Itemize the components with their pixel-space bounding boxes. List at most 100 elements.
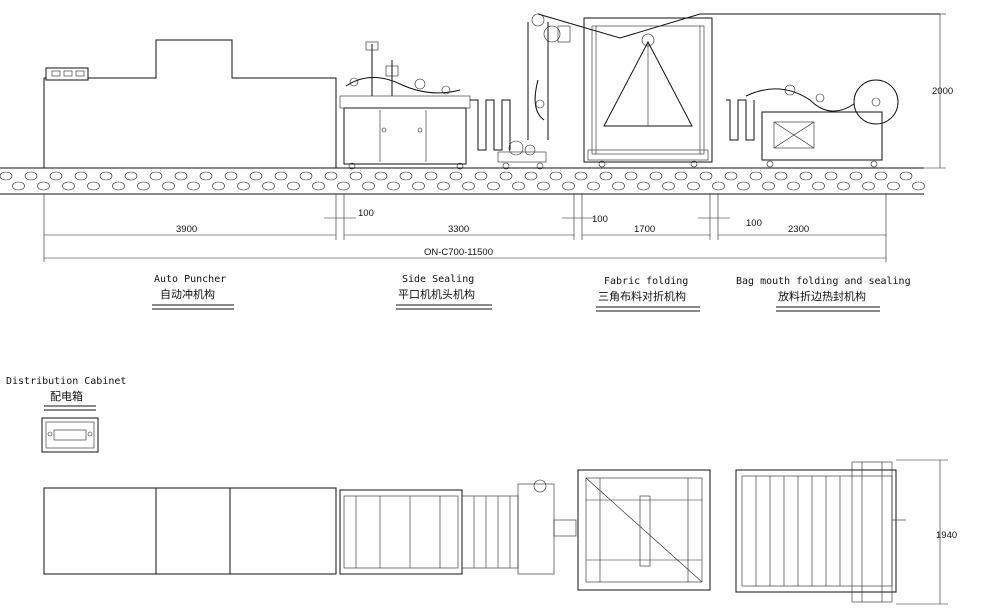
ground-stone [362, 181, 375, 191]
cabinet-label-cn: 配电箱 [50, 389, 83, 403]
ground-stone [649, 171, 663, 181]
fabric-folding-label-cn: 三角布料对折机构 [598, 289, 686, 303]
fabric-folding-label-en: Fabric folding [604, 276, 688, 287]
ground-stone [374, 171, 388, 181]
ground-stone [137, 181, 150, 191]
ground-stone [0, 171, 13, 181]
ground-stone [262, 181, 275, 191]
width-dimension: 1940 [896, 459, 957, 605]
ground-stone [537, 181, 550, 191]
ground-stone [237, 181, 250, 191]
ground-stone [637, 181, 650, 191]
ground-stone [87, 181, 100, 191]
ground-stone [99, 171, 113, 181]
dim-gap-1: 100 [358, 208, 374, 219]
ground-stone [412, 181, 425, 191]
ground-stone [599, 171, 613, 181]
ground-stone [287, 181, 300, 191]
bag-mouth-sealing-side [726, 79, 899, 168]
auto-puncher-plan [43, 487, 337, 575]
ground-stone [24, 171, 38, 181]
ground-stone [524, 171, 538, 181]
section-labels: Auto Puncher 自动冲机构 Side Sealing 平口机机头机构 … [152, 274, 911, 312]
dim-gap-3: 100 [746, 218, 762, 229]
height-dimension: 2000 [886, 13, 953, 169]
ground-stone [437, 181, 450, 191]
ground-stone [174, 171, 188, 181]
ground-stone [587, 181, 600, 191]
ground-stone [624, 171, 638, 181]
ground-stone [837, 181, 850, 191]
dim-3300: 3300 [448, 224, 469, 235]
ground-stone [449, 171, 463, 181]
fabric-folding-side [583, 17, 713, 168]
ground-stone [887, 181, 900, 191]
ground-stone [387, 181, 400, 191]
ground-stone [737, 181, 750, 191]
ground-stone [274, 171, 288, 181]
ground-stone [662, 181, 675, 191]
side-sealing-plan [339, 479, 577, 575]
dim-total: ON-C700-11500 [424, 247, 493, 258]
ground-stone [687, 181, 700, 191]
ground-stone [824, 171, 838, 181]
width-dimension-label: 1940 [936, 530, 957, 541]
ground-stone [37, 181, 50, 191]
ground-stone [724, 171, 738, 181]
ground-stone [424, 171, 438, 181]
ground-stone [224, 171, 238, 181]
ground-stone [549, 171, 563, 181]
cabinet-label-en: Distribution Cabinet [6, 376, 126, 387]
ground-stone [337, 181, 350, 191]
ground-hatch [0, 167, 925, 195]
ground-stone [749, 171, 763, 181]
ground-stone [787, 181, 800, 191]
ground-stone [349, 171, 363, 181]
ground-stone [762, 181, 775, 191]
dim-3900: 3900 [176, 224, 197, 235]
dim-1700: 1700 [634, 224, 655, 235]
ground-stone [49, 171, 63, 181]
ground-stone [899, 171, 913, 181]
ground-stone [812, 181, 825, 191]
bag-mouth-label-cn: 放料折边热封机构 [778, 289, 866, 303]
ground-stone [862, 181, 875, 191]
ground-stone [212, 181, 225, 191]
ground-stone [774, 171, 788, 181]
ground-stone [474, 171, 488, 181]
ground-stone [149, 171, 163, 181]
ground-stone [162, 181, 175, 191]
ground-stone [399, 171, 413, 181]
ground-stone [512, 181, 525, 191]
ground-stone [874, 171, 888, 181]
ground-stone [712, 181, 725, 191]
ground-stone [299, 171, 313, 181]
ground-stone [487, 181, 500, 191]
ground-stone [324, 171, 338, 181]
dim-gap-2: 100 [592, 214, 608, 225]
ground-stone [199, 171, 213, 181]
ground-stone [124, 171, 138, 181]
side-sealing-side [339, 41, 471, 170]
ground-stone [849, 171, 863, 181]
ground-stone [612, 181, 625, 191]
fabric-folding-plan [577, 469, 711, 591]
auto-puncher-label-en: Auto Puncher [154, 274, 226, 285]
ground-stone [699, 171, 713, 181]
height-dimension-label: 2000 [932, 86, 953, 97]
dancer-rollers [470, 99, 547, 170]
dim-2300: 2300 [788, 224, 809, 235]
ground-stone [499, 171, 513, 181]
ground-stone [249, 171, 263, 181]
ground-stone [799, 171, 813, 181]
ground-stone [912, 181, 925, 191]
ground-stone [62, 181, 75, 191]
auto-puncher-side [43, 39, 337, 168]
bag-mouth-label-en: Bag mouth folding and sealing [736, 276, 911, 287]
ground-stone [187, 181, 200, 191]
ground-stone [74, 171, 88, 181]
ground-stone [462, 181, 475, 191]
ground-stone [12, 181, 25, 191]
